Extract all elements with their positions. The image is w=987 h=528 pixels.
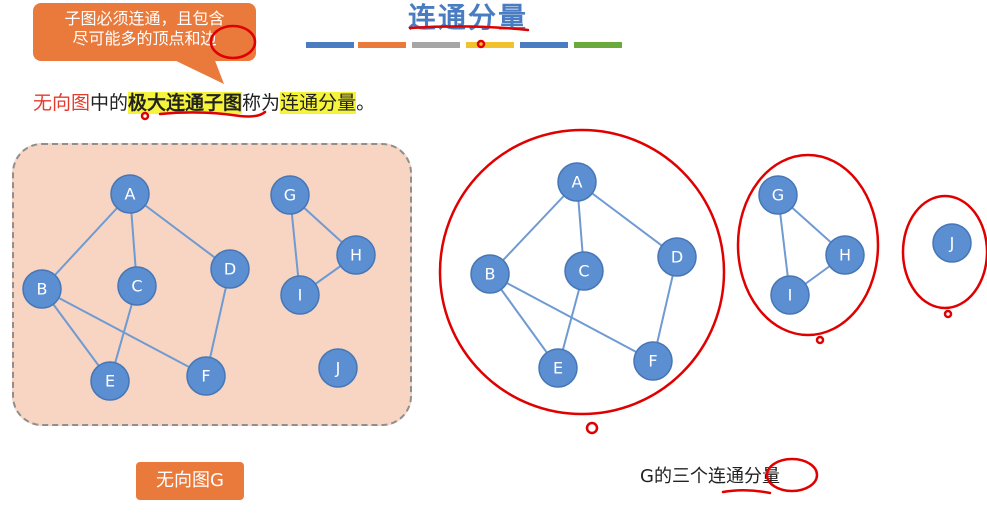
graph-g-node-D: D: [210, 249, 250, 289]
ink-circle-component-2: [736, 153, 880, 337]
graph-g-node-label-F: F: [201, 367, 210, 386]
color-bar-1: [306, 42, 354, 48]
component-node-circle-E: [538, 348, 578, 388]
component-node-label-C: C: [578, 262, 589, 281]
component-node-circle-B: [470, 254, 510, 294]
graph-g-node-label-I: I: [298, 286, 303, 305]
graph-g-node-F: F: [186, 356, 226, 396]
graph-g-node-J: J: [318, 348, 358, 388]
component-node-C: C: [564, 251, 604, 291]
component-node-label-H: H: [839, 246, 851, 265]
component-node-D: D: [657, 237, 697, 277]
component-node-E: E: [538, 348, 578, 388]
ink-underline-caption: [721, 489, 772, 495]
component-node-circle-A: [557, 162, 597, 202]
graph-g-node-circle-J: [318, 348, 358, 388]
color-bar-4: [466, 42, 514, 48]
graph-g-node-label-H: H: [350, 246, 362, 265]
component-node-circle-G: [758, 175, 798, 215]
graph-g-node-H: H: [336, 235, 376, 275]
graph-g-node-circle-B: [22, 269, 62, 309]
graph-g-node-I: I: [280, 275, 320, 315]
definition-text-2: 中的: [90, 92, 129, 114]
graph-g-node-C: C: [117, 266, 157, 306]
component-node-G: G: [758, 175, 798, 215]
graph-g-node-circle-E: [90, 361, 130, 401]
component-node-label-G: G: [772, 186, 784, 205]
graph-g-node-circle-G: [270, 175, 310, 215]
graph-g-node-circle-I: [280, 275, 320, 315]
graph-g-node-circle-D: [210, 249, 250, 289]
ink-circle-callout-word: [209, 24, 257, 60]
component-node-label-F: F: [648, 352, 657, 371]
component-node-circle-H: [825, 235, 865, 275]
component-node-J: J: [932, 223, 972, 263]
component-node-label-D: D: [671, 248, 683, 267]
color-bar-6: [574, 42, 622, 48]
ink-circle-component-3: [901, 194, 987, 310]
graph-g-label: 无向图G: [136, 462, 244, 500]
callout-line-1: 子图必须连通，且包含: [64, 9, 225, 28]
definition-highlight-2: 连通分量: [280, 92, 357, 114]
component-node-B: B: [470, 254, 510, 294]
ink-mark-3: [815, 335, 825, 345]
component-node-label-I: I: [788, 286, 793, 305]
component-edge-AB: [489, 181, 578, 275]
definition-term: 无向图: [33, 92, 91, 114]
component-node-circle-C: [564, 251, 604, 291]
component-node-H: H: [825, 235, 865, 275]
graph-g-node-E: E: [90, 361, 130, 401]
color-bar-5: [520, 42, 568, 48]
ink-mark-5: [140, 111, 150, 121]
graph-g-node-circle-C: [117, 266, 157, 306]
ink-underline-title: [408, 25, 530, 32]
component-node-circle-D: [657, 237, 697, 277]
ink-circle-caption-word: [765, 457, 819, 493]
nodes-layer: A B C D E F G H I J A B C D E F G H I J: [22, 162, 972, 401]
definition-text-4: 称为: [242, 92, 281, 114]
ink-mark-2: [585, 421, 599, 435]
component-node-circle-F: [633, 341, 673, 381]
definition-text: 无向图中的极大连通子图称为连通分量。: [33, 88, 375, 115]
callout-tail: [170, 58, 224, 84]
graph-g-node-label-D: D: [224, 260, 236, 279]
color-bar-3: [412, 42, 460, 48]
callout-note: 子图必须连通，且包含 尽可能多的顶点和边: [33, 3, 256, 61]
component-node-A: A: [557, 162, 597, 202]
component-node-circle-I: [770, 275, 810, 315]
component-node-label-J: J: [949, 234, 955, 253]
definition-highlight-1: 极大连通子图: [128, 92, 243, 114]
definition-text-6: 。: [356, 92, 376, 114]
graph-g-node-circle-F: [186, 356, 226, 396]
component-edge-AD: [576, 181, 678, 258]
ink-annotations: [140, 24, 987, 495]
graph-g-node-label-A: A: [125, 185, 136, 204]
graph-g-node-label-J: J: [335, 359, 341, 378]
graph-g-node-A: A: [110, 174, 150, 214]
ink-mark-4: [943, 309, 953, 319]
component-node-I: I: [770, 275, 810, 315]
component-node-label-A: A: [572, 173, 583, 192]
graph-g-node-G: G: [270, 175, 310, 215]
component-node-F: F: [633, 341, 673, 381]
graph-g-edge-AB: [41, 193, 131, 290]
callout-line-2: 尽可能多的顶点和边: [72, 29, 217, 48]
graph-g-node-label-E: E: [105, 372, 115, 391]
component-node-label-B: B: [485, 265, 496, 284]
ink-mark-1: [476, 39, 486, 49]
components-caption: G的三个连通分量: [640, 466, 780, 487]
ink-circle-component-1: [438, 128, 726, 416]
color-bar-2: [358, 42, 406, 48]
graph-g-node-circle-A: [110, 174, 150, 214]
component-node-label-E: E: [553, 359, 563, 378]
graph-g-node-label-B: B: [37, 280, 48, 299]
graph-g-node-circle-H: [336, 235, 376, 275]
graph-g-node-B: B: [22, 269, 62, 309]
graph-g-node-label-G: G: [284, 186, 296, 205]
component-node-circle-J: [932, 223, 972, 263]
ink-underline-term: [158, 110, 267, 118]
graph-g-node-label-C: C: [131, 277, 142, 296]
graph-g-edge-AD: [129, 193, 231, 270]
